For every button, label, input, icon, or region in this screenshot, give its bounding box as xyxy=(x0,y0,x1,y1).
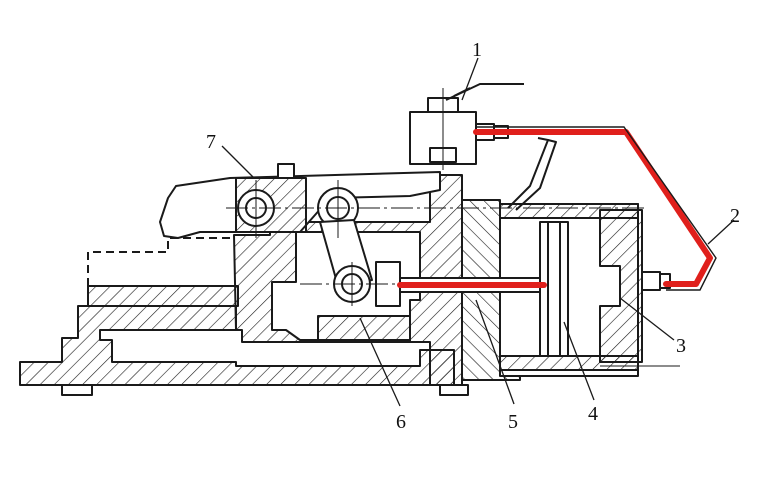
label-3: 3 xyxy=(676,335,686,357)
air-pipe-upper xyxy=(473,129,713,287)
base-foot-left xyxy=(61,384,93,396)
leader-6 xyxy=(359,317,401,407)
base-foot-right xyxy=(439,384,469,396)
label-4: 4 xyxy=(588,403,598,425)
workpiece-outline xyxy=(87,237,232,286)
label-2: 2 xyxy=(730,205,740,227)
leader-5 xyxy=(475,299,515,405)
piston xyxy=(539,221,569,357)
leader-2 xyxy=(707,219,735,245)
leader-1 xyxy=(461,57,479,101)
label-7: 7 xyxy=(206,131,216,153)
label-1: 1 xyxy=(472,39,482,61)
leader-4 xyxy=(563,321,595,401)
leader-3 xyxy=(619,297,675,341)
lever-top-nut xyxy=(277,163,295,179)
cylinder-rear-cover xyxy=(599,209,643,363)
support-block xyxy=(317,315,411,343)
bent-tube xyxy=(507,137,549,209)
leader-7 xyxy=(221,145,255,179)
label-6: 6 xyxy=(396,411,406,433)
label-5: 5 xyxy=(508,411,518,433)
rear-fitting xyxy=(641,271,661,291)
base-top-plate xyxy=(87,285,239,307)
